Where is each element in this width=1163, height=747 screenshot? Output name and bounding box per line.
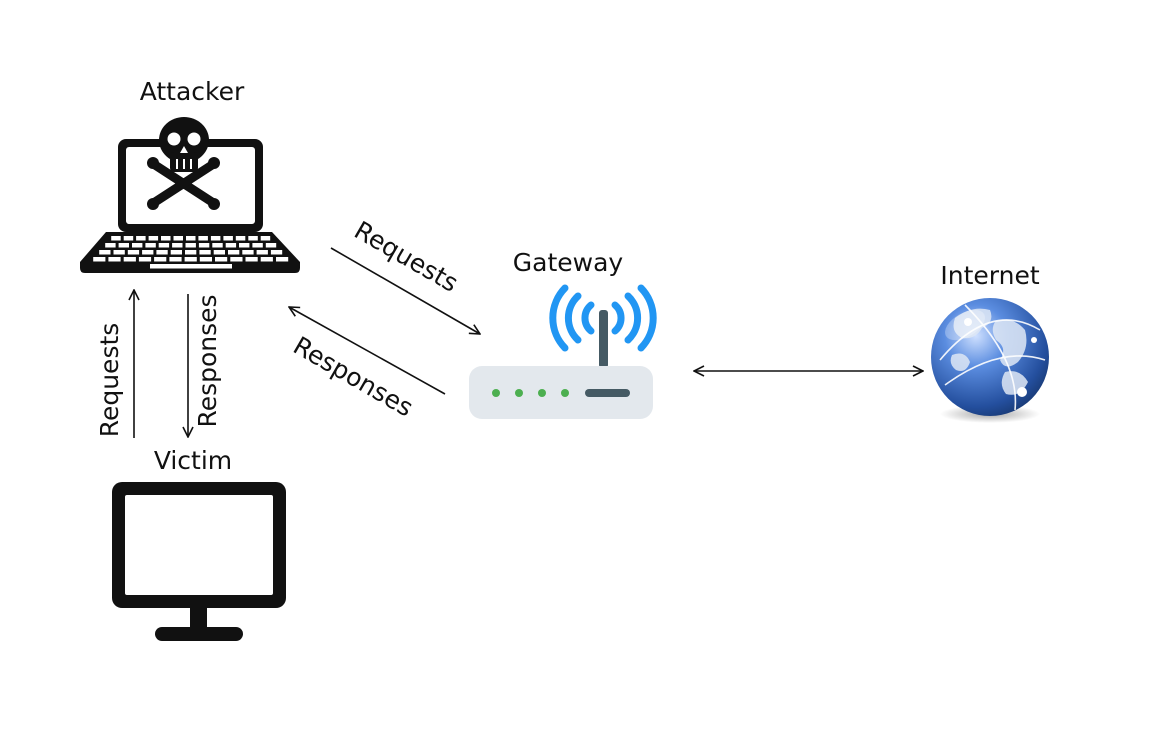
keyboard-key — [105, 243, 116, 248]
keyboard-key — [108, 257, 121, 262]
keyboard-key — [260, 236, 271, 241]
wifi-router-icon — [469, 284, 657, 419]
keyboard-key — [136, 236, 146, 241]
keyboard-key — [210, 236, 221, 241]
keyboard-key — [173, 236, 183, 241]
edge-attacker-to-gateway: Requests — [330, 215, 480, 334]
globe-icon — [931, 298, 1049, 423]
keyboard-key — [169, 257, 182, 262]
keyboard-key — [223, 236, 233, 241]
keyboard-key — [123, 236, 134, 241]
keyboard-key — [118, 243, 129, 248]
keyboard-key — [199, 257, 212, 262]
keyboard-key — [248, 236, 258, 241]
keyboard-key — [154, 257, 167, 262]
keyboard-key — [225, 243, 237, 248]
keyboard-key — [198, 243, 210, 248]
attacker-label: Attacker — [140, 77, 245, 106]
gateway-label: Gateway — [513, 248, 624, 277]
keyboard-key — [185, 243, 196, 248]
keyboard-key — [245, 257, 258, 262]
internet-node: Internet — [931, 261, 1049, 423]
keyboard-key — [270, 250, 283, 255]
keyboard-key — [148, 236, 159, 241]
keyboard-key — [185, 250, 197, 255]
keyboard-key — [260, 257, 273, 262]
keyboard-key — [184, 257, 197, 262]
edge-gateway-to-attacker: Responses — [288, 307, 446, 423]
keyboard-key — [156, 250, 168, 255]
keyboard-key — [239, 243, 250, 248]
keyboard-key — [93, 257, 106, 262]
keyboard-key — [138, 257, 152, 262]
keyboard-key — [230, 257, 243, 262]
keyboard-key — [123, 257, 136, 262]
edge-label-responses-gateway: Responses — [288, 331, 418, 423]
edge-label-requests-gateway: Requests — [349, 215, 463, 297]
keyboard-key — [265, 243, 277, 248]
keyboard-key — [213, 250, 225, 255]
keyboard-key — [113, 250, 125, 255]
keyboard-key — [235, 236, 246, 241]
keyboard-key — [212, 243, 223, 248]
edge-label-requests-victim: Requests — [95, 323, 124, 438]
keyboard-key — [199, 250, 211, 255]
keyboard-key — [198, 236, 208, 241]
keyboard-key — [127, 250, 140, 255]
keyboard-key — [99, 250, 111, 255]
keyboard-key — [111, 236, 121, 241]
skull-laptop-icon — [80, 117, 300, 273]
attacker-node: Attacker — [80, 77, 300, 273]
monitor-icon — [112, 482, 286, 641]
keyboard-key — [242, 250, 254, 255]
keyboard-key — [256, 250, 268, 255]
keyboard-key — [132, 243, 143, 248]
keyboard-key — [145, 243, 156, 248]
keyboard-key — [252, 243, 263, 248]
gateway-node: Gateway — [469, 248, 657, 419]
edge-victim-to-attacker: Requests — [95, 290, 134, 438]
victim-node: Victim — [112, 446, 286, 641]
keyboard-key — [172, 243, 183, 248]
keyboard-key — [215, 257, 228, 262]
keyboard-key — [142, 250, 154, 255]
keyboard-key — [158, 243, 170, 248]
keyboard-key — [228, 250, 240, 255]
keyboard-spacebar — [150, 264, 232, 269]
keyboard-key — [170, 250, 182, 255]
internet-label: Internet — [940, 261, 1039, 290]
keyboard-key — [276, 257, 289, 262]
keyboard-key — [186, 236, 196, 241]
edge-label-responses-victim: Responses — [193, 294, 222, 427]
victim-label: Victim — [154, 446, 232, 475]
keyboard-key — [161, 236, 171, 241]
edge-attacker-to-victim: Responses — [188, 294, 222, 437]
